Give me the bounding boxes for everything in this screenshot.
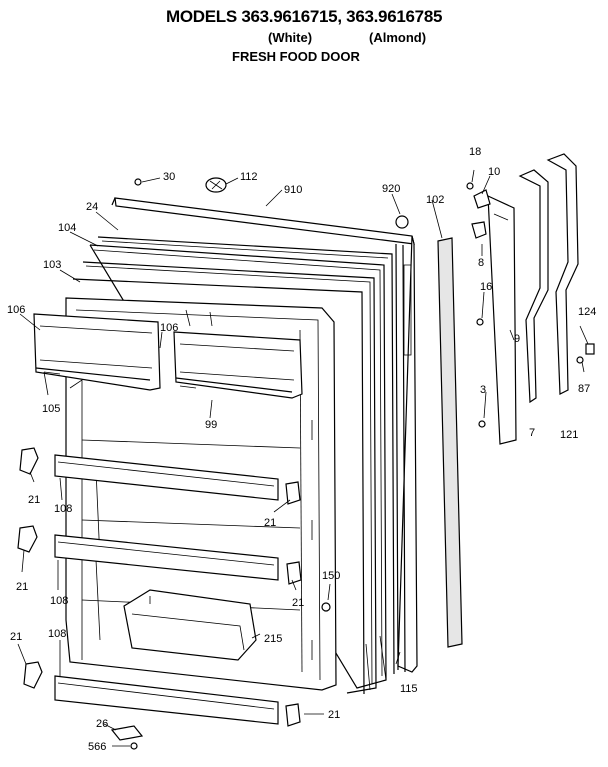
variant-white-label: (White) bbox=[268, 30, 313, 45]
dairy-door-right bbox=[173, 331, 303, 399]
door-handle-left bbox=[518, 169, 549, 404]
callout-150: 150 bbox=[322, 570, 340, 582]
top-screw-and-cap bbox=[134, 177, 227, 193]
callout-10: 10 bbox=[488, 166, 500, 178]
storage-bin bbox=[123, 589, 257, 661]
callout-566: 566 bbox=[88, 741, 106, 753]
callout-105: 105 bbox=[42, 403, 60, 415]
callout-24: 24 bbox=[86, 201, 98, 213]
callout-21-e: 21 bbox=[10, 631, 22, 643]
door-shelf-bottom bbox=[54, 675, 279, 725]
variant-almond-label: (Almond) bbox=[369, 30, 427, 45]
shelf-end-caps bbox=[17, 447, 302, 727]
page-title: MODELS 363.9616715, 363.9616785 bbox=[166, 7, 443, 26]
callout-108-b: 108 bbox=[50, 595, 68, 607]
callout-124: 124 bbox=[578, 306, 596, 318]
diagram-subtitle: FRESH FOOD DOOR bbox=[232, 49, 360, 64]
callout-920: 920 bbox=[382, 183, 400, 195]
callout-26: 26 bbox=[96, 718, 108, 730]
door-gasket-frame bbox=[72, 236, 395, 695]
callout-215: 215 bbox=[264, 633, 282, 645]
handle-screw-hardware bbox=[576, 343, 595, 364]
callout-121: 121 bbox=[560, 429, 578, 441]
hinge-bracket bbox=[466, 182, 517, 445]
door-handle-right bbox=[546, 153, 579, 395]
callout-21-d: 21 bbox=[292, 597, 304, 609]
door-plug bbox=[395, 215, 409, 229]
callout-910: 910 bbox=[284, 184, 302, 196]
callout-108-c: 108 bbox=[48, 628, 66, 640]
door-shelf-top bbox=[54, 454, 279, 501]
callout-3: 3 bbox=[480, 384, 486, 396]
callout-106-left: 106 bbox=[7, 304, 25, 316]
callout-21-a: 21 bbox=[28, 494, 40, 506]
door-outer-panel bbox=[111, 197, 418, 673]
callout-16: 16 bbox=[480, 281, 492, 293]
bottom-clip-and-screw bbox=[110, 602, 331, 750]
callout-108-a: 108 bbox=[54, 503, 72, 515]
door-gasket-strip bbox=[365, 237, 463, 691]
callout-7: 7 bbox=[529, 427, 535, 439]
callout-18: 18 bbox=[469, 146, 481, 158]
callout-115: 115 bbox=[400, 683, 418, 695]
door-inner-liner bbox=[65, 297, 337, 691]
callout-9: 9 bbox=[514, 333, 520, 345]
callout-106-right: 106 bbox=[160, 322, 178, 334]
callout-112: 112 bbox=[240, 171, 258, 183]
dairy-door-left bbox=[33, 313, 161, 391]
callout-30: 30 bbox=[163, 171, 175, 183]
callout-99: 99 bbox=[205, 419, 217, 431]
door-shelf-middle bbox=[54, 534, 279, 581]
diagram-header: MODELS 363.9616715, 363.9616785 (White) … bbox=[0, 0, 608, 70]
callout-102: 102 bbox=[426, 194, 444, 206]
callout-21-b: 21 bbox=[264, 517, 276, 529]
callout-87: 87 bbox=[578, 383, 590, 395]
leader-lines bbox=[17, 169, 589, 747]
callout-21-f: 21 bbox=[328, 709, 340, 721]
callout-104: 104 bbox=[58, 222, 76, 234]
callout-21-c: 21 bbox=[16, 581, 28, 593]
callout-labels: 30 112 910 920 102 18 10 8 16 9 3 7 121 … bbox=[7, 146, 596, 753]
callout-8: 8 bbox=[478, 257, 484, 269]
callout-103: 103 bbox=[43, 259, 61, 271]
